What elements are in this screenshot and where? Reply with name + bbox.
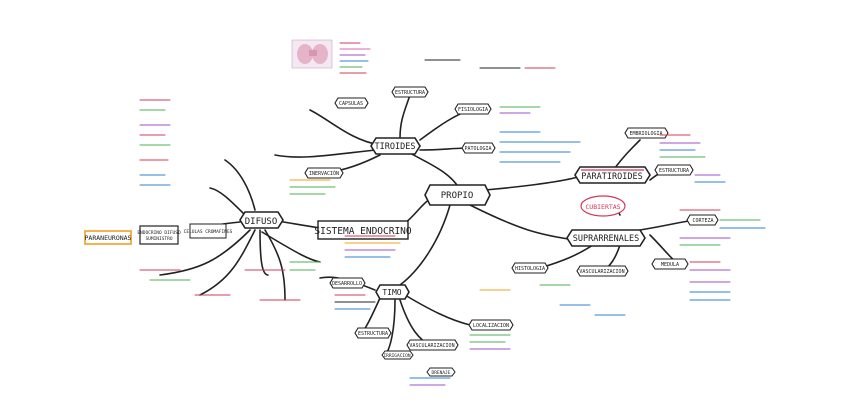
medula-label: MEDULA xyxy=(661,262,679,268)
node-medula: MEDULA xyxy=(651,258,689,270)
node-vascularizacion: VASCULARIZACION xyxy=(576,265,629,277)
capsulas-label: CAPSULAS xyxy=(339,101,363,107)
node-corteza: CORTEZA xyxy=(686,214,719,226)
node-tiroides: TIROIDES xyxy=(370,137,421,155)
connector-lines xyxy=(159,94,696,356)
node-vascularizacion-timo: VASCULARIZACION xyxy=(406,339,459,351)
node-localizacion: LOCALIZACION xyxy=(468,319,514,331)
node-timo: TIMO xyxy=(375,284,410,300)
paratiroides-label: PARATIROIDES xyxy=(581,172,642,182)
handwritten-notes xyxy=(139,42,766,386)
fisiologia-label: FISIOLOGIA xyxy=(458,107,488,113)
estructura-timo-label: ESTRUCTURA xyxy=(358,331,388,337)
difuso-label: DIFUSO xyxy=(245,217,278,227)
propio-label: PROPIO xyxy=(441,191,474,201)
thyroid-illustration xyxy=(291,39,333,69)
paraneuronas-label: PARANEURONAS xyxy=(85,234,132,242)
cromafines-label: CELULAS CROMAFINES xyxy=(184,229,233,235)
node-inervacion: INERVACIÓN xyxy=(304,167,344,179)
vascularizacion-timo-label: VASCULARIZACION xyxy=(409,343,454,349)
corteza-label: CORTEZA xyxy=(692,218,713,224)
vascularizacion-label: VASCULARIZACION xyxy=(579,269,624,275)
node-desarrollo: DESARROLLO xyxy=(329,277,366,289)
tiroides-label: TIROIDES xyxy=(375,142,416,152)
patologia-label: PATOLOGIA xyxy=(464,146,491,152)
node-cubiertas: CUBIERTAS xyxy=(580,195,626,217)
node-irrigacion: IRRIGACION xyxy=(381,350,414,360)
node-histologia: HISTOLOGIA xyxy=(511,262,549,274)
endocrino-difuso-sub: SUMINISTRO xyxy=(145,236,172,242)
central-node: SISTEMA ENDOCRINO xyxy=(314,220,412,240)
node-embriologia: EMBRIOLOGIA xyxy=(624,127,669,139)
drenaje-label: DRENAJE xyxy=(432,370,451,376)
irrigacion-label: IRRIGACION xyxy=(383,353,410,359)
node-drenaje: DRENAJE xyxy=(426,367,456,377)
node-estructura-timo: ESTRUCTURA xyxy=(354,327,392,339)
node-cromafines: CELULAS CROMAFINES xyxy=(184,223,233,239)
estructura-tiroides-label: ESTRUCTURA xyxy=(395,90,425,96)
node-estructura-para: ESTRUCTURA xyxy=(654,164,694,176)
cubiertas-label: CUBIERTAS xyxy=(585,203,620,211)
node-endocrino-difuso: ENDOCRINO DIFUSO SUMINISTRO xyxy=(137,225,181,245)
localizacion-label: LOCALIZACION xyxy=(473,323,509,329)
node-propio: PROPIO xyxy=(424,184,491,206)
node-capsulas: CAPSULAS xyxy=(334,97,369,109)
node-fisiologia: FISIOLOGIA xyxy=(454,103,492,115)
histologia-label: HISTOLOGIA xyxy=(515,266,545,272)
suprarrenales-label: SUPRARRENALES xyxy=(573,234,640,244)
node-difuso: DIFUSO xyxy=(239,211,284,229)
node-paratiroides: PARATIROIDES xyxy=(574,166,651,184)
timo-label: TIMO xyxy=(382,288,401,297)
node-estructura-tiroides: ESTRUCTURA xyxy=(391,86,429,98)
node-paraneuronas: PARANEURONAS xyxy=(84,230,132,245)
central-label: SISTEMA ENDOCRINO xyxy=(314,226,412,237)
estructura-para-label: ESTRUCTURA xyxy=(659,168,689,174)
desarrollo-label: DESARROLLO xyxy=(332,281,362,287)
node-patologia: PATOLOGIA xyxy=(461,142,496,154)
embriologia-label: EMBRIOLOGIA xyxy=(629,131,662,137)
node-suprarrenales: SUPRARRENALES xyxy=(566,229,646,247)
endocrino-difuso-label: ENDOCRINO DIFUSO xyxy=(137,230,181,236)
inervacion-label: INERVACIÓN xyxy=(309,170,339,177)
